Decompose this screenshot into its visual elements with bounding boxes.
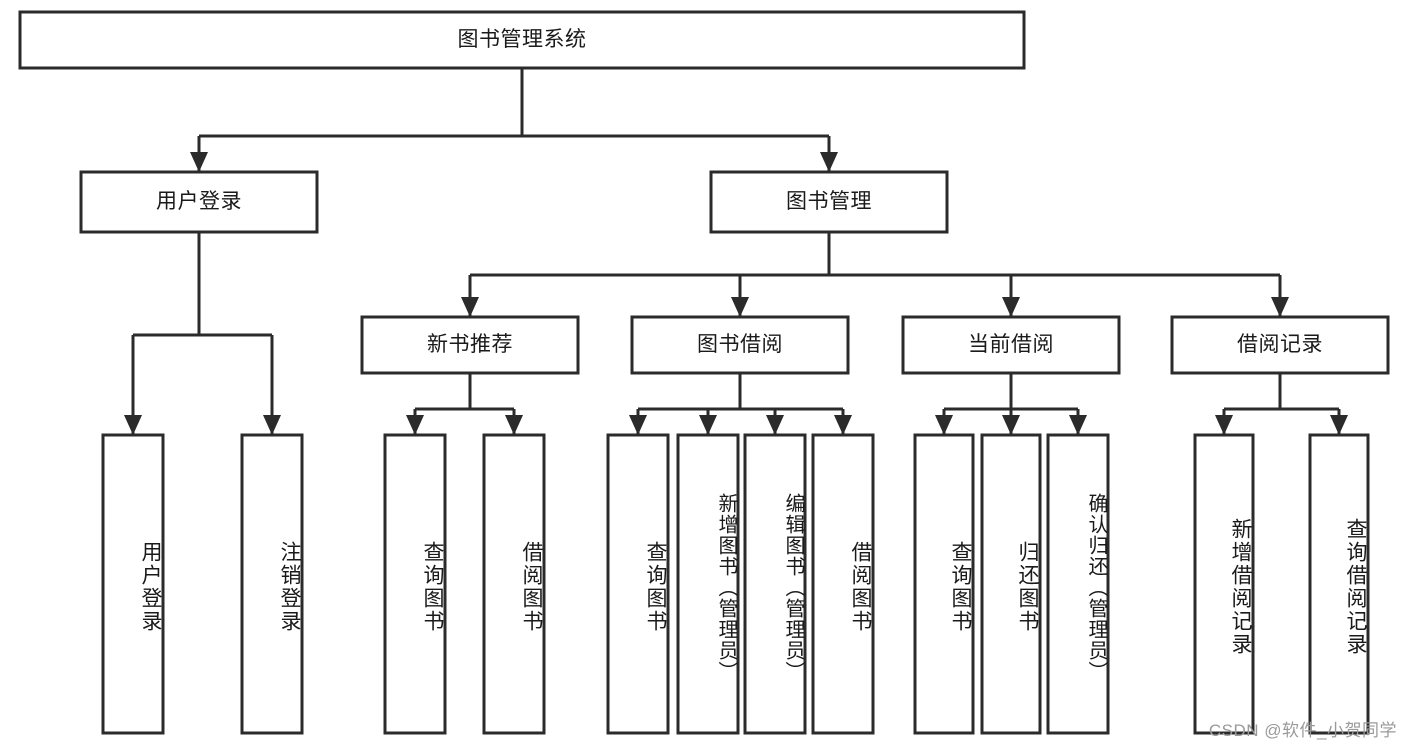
node-box-leaf-return-book [980, 433, 1042, 735]
node-box-leaf-query-book-rec [383, 433, 447, 735]
node-box-leaf-user-login [101, 433, 165, 735]
node-box-leaf-add-record [1193, 433, 1255, 735]
arrow-head-icon-leaf-user-login [124, 415, 142, 435]
arrow-head-icon-leaf-query-book-rec [406, 415, 424, 435]
node-box-leaf-borrow-book-rec [482, 433, 546, 735]
arrow-head-icon-leaf-borrow-book-rec [505, 415, 523, 435]
arrow-head-icon-leaf-query-book-borrow [629, 415, 647, 435]
arrow-head-icon-user-login [190, 152, 208, 172]
arrow-head-icon-leaf-confirm-return [1069, 415, 1087, 435]
node-box-leaf-logout [240, 433, 304, 735]
node-box-leaf-confirm-return [1046, 433, 1110, 735]
node-box-book-borrow [630, 315, 850, 375]
node-box-leaf-edit-book [743, 433, 807, 735]
arrow-head-icon-new-book-recommend [461, 297, 479, 317]
node-box-borrow-record [1170, 315, 1390, 375]
node-box-leaf-query-book-borrow [606, 433, 670, 735]
node-box-leaf-add-book [676, 433, 740, 735]
node-box-root [18, 10, 1026, 70]
arrow-head-icon-leaf-return-book [1002, 415, 1020, 435]
node-box-leaf-borrow-book [811, 433, 875, 735]
arrow-head-icon-leaf-add-book [699, 415, 717, 435]
node-box-current-borrow [901, 315, 1121, 375]
arrow-head-icon-borrow-record [1271, 297, 1289, 317]
arrow-head-icon-leaf-query-book-cur [935, 415, 953, 435]
arrow-head-icon-book-borrow [731, 297, 749, 317]
arrow-head-icon-leaf-logout [263, 415, 281, 435]
node-box-book-manage [709, 170, 949, 234]
arrow-head-icon-leaf-borrow-book [834, 415, 852, 435]
csdn-watermark: CSDN @软件_小贺同学 [1208, 721, 1397, 740]
node-box-leaf-query-record [1308, 433, 1370, 735]
arrow-head-icon-leaf-edit-book [766, 415, 784, 435]
node-box-new-book-recommend [360, 315, 580, 375]
node-boxes-layer [18, 10, 1390, 735]
arrow-head-icon-leaf-add-record [1215, 415, 1233, 435]
connectors-layer [124, 68, 1348, 435]
node-box-leaf-query-book-cur [913, 433, 975, 735]
arrow-head-icon-book-manage [820, 152, 838, 172]
arrow-head-icon-leaf-query-record [1330, 415, 1348, 435]
arrow-head-icon-current-borrow [1002, 297, 1020, 317]
node-box-user-login [79, 170, 319, 234]
